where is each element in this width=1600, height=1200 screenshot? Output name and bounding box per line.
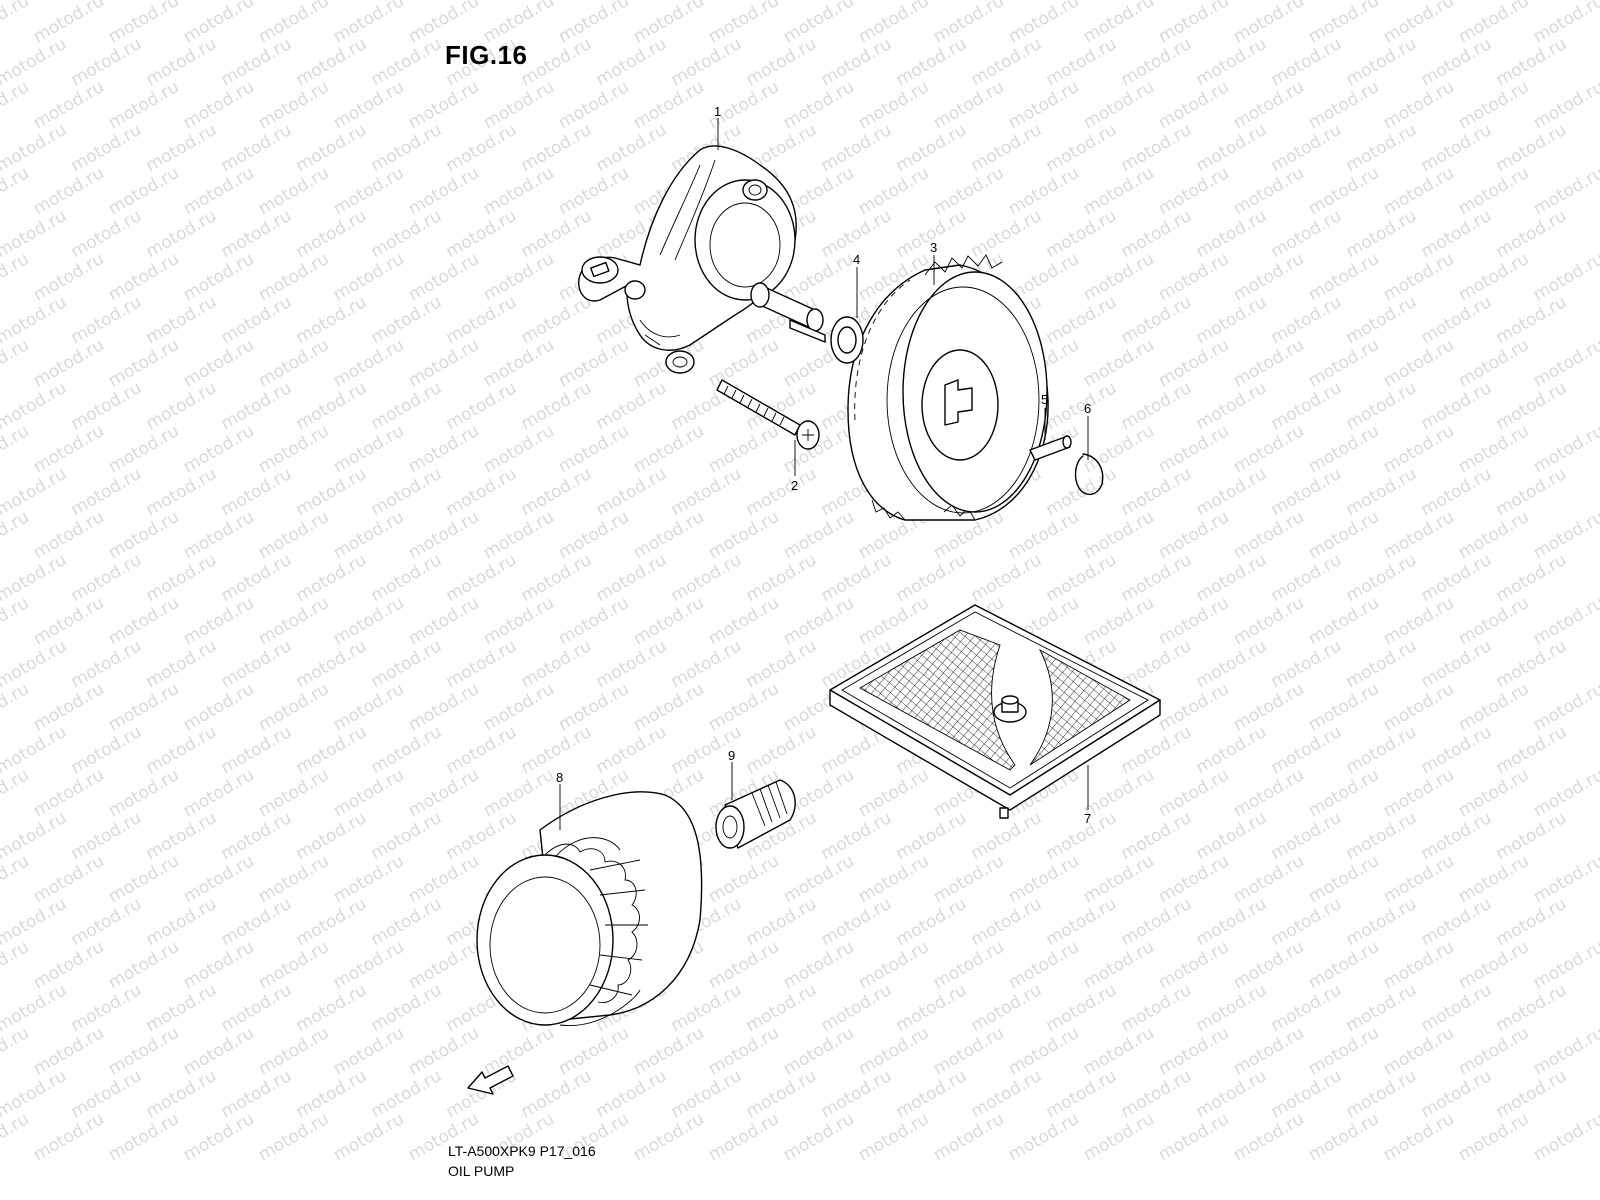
callout-2: 2 [791, 478, 798, 493]
oil-strainer [829, 604, 1161, 819]
screw [716, 379, 820, 450]
union-bolt [715, 779, 796, 849]
callout-5: 5 [1041, 392, 1048, 407]
callout-3: 3 [930, 240, 937, 255]
figure-title: FIG.16 [445, 40, 528, 70]
callout-7: 7 [1084, 811, 1091, 826]
oil-filter [476, 791, 703, 1026]
callout-1: 1 [714, 104, 721, 119]
assembly-name: OIL PUMP [448, 1163, 515, 1179]
callout-6: 6 [1084, 401, 1091, 416]
callout-numbers: 1 2 3 4 5 6 7 8 9 [556, 104, 1091, 826]
model-code: LT-A500XPK9 P17_016 [448, 1143, 596, 1159]
oil-pump-body [578, 145, 826, 374]
callout-8: 8 [556, 770, 563, 785]
callout-leaders [559, 118, 1089, 830]
washer [830, 316, 864, 364]
pin [1029, 435, 1072, 461]
callout-9: 9 [728, 748, 735, 763]
fwd-arrow-icon: FWD [467, 1065, 514, 1095]
circlip [1074, 453, 1104, 495]
oil-pump-driven-gear [847, 254, 1049, 521]
callout-4: 4 [853, 252, 860, 267]
